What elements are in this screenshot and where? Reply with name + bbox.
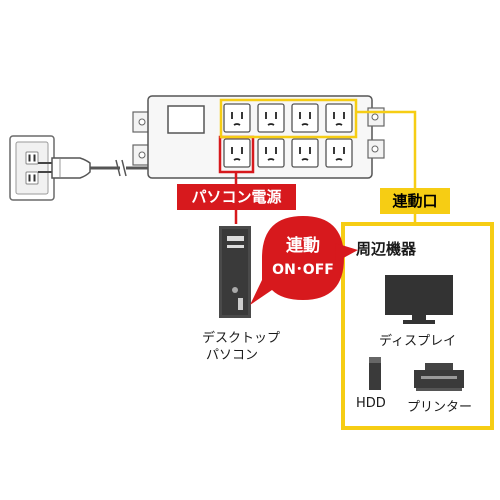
monitor-icon: [385, 275, 453, 324]
linked-onoff-bubble: [250, 216, 358, 305]
outlet-socket-icon: [325, 138, 353, 168]
outlet-socket-icon: [257, 103, 285, 133]
display-label: ディスプレイ: [379, 334, 457, 349]
bubble-onoff-text: ON･OFF: [272, 262, 334, 278]
desktop-label-line1: デスクトップ: [202, 331, 281, 346]
desktop-pc-icon: [219, 226, 251, 318]
printer-icon: [414, 363, 464, 391]
outlet-socket-icon: [257, 138, 285, 168]
linked-outlets-label: 連動口: [380, 188, 450, 214]
peripherals-box: [341, 222, 494, 430]
plug-icon: [38, 157, 91, 179]
outlet-socket-icon: [291, 138, 319, 168]
outlet-socket-icon: [291, 103, 319, 133]
printer-label: プリンター: [407, 400, 473, 415]
pc-power-label: パソコン電源: [177, 184, 296, 210]
outlet-socket-icon: [325, 103, 353, 133]
outlet-socket-icon: [223, 103, 251, 133]
outlet-socket-icon: [223, 138, 251, 168]
peripherals-heading: 周辺機器: [356, 240, 417, 258]
outlet-sockets: [223, 103, 353, 168]
desktop-label-line2: パソコン: [206, 348, 259, 363]
linked-outlets-highlight: [219, 98, 358, 139]
wall-outlet-icon: [9, 135, 55, 201]
bubble-linked-text: 連動: [286, 236, 320, 256]
hdd-label: HDD: [356, 396, 386, 411]
hdd-icon: [369, 357, 381, 390]
